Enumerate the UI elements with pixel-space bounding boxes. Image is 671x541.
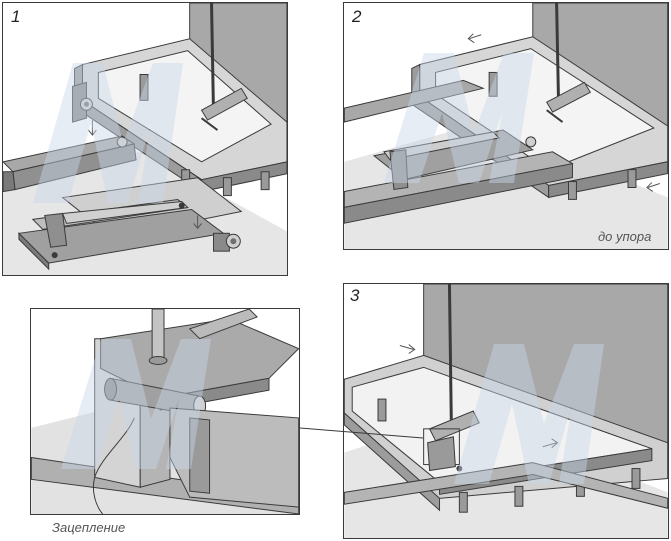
step-2-panel: 2 до упора [343,2,669,250]
step-3-number: 3 [350,286,360,305]
step-1-number: 1 [11,7,21,26]
step-2-illustration [344,3,668,249]
engagement-caption: Зацепление [52,520,126,535]
step-2-caption: до упора [598,229,652,244]
detail-panel [30,308,300,515]
step-1-illustration [3,3,287,275]
step-3-illustration [344,284,668,538]
step-1-panel: 1 [2,2,288,276]
engagement-detail-illustration [31,309,299,514]
step-3-panel: 3 [343,283,669,539]
step-2-number: 2 [352,7,362,26]
